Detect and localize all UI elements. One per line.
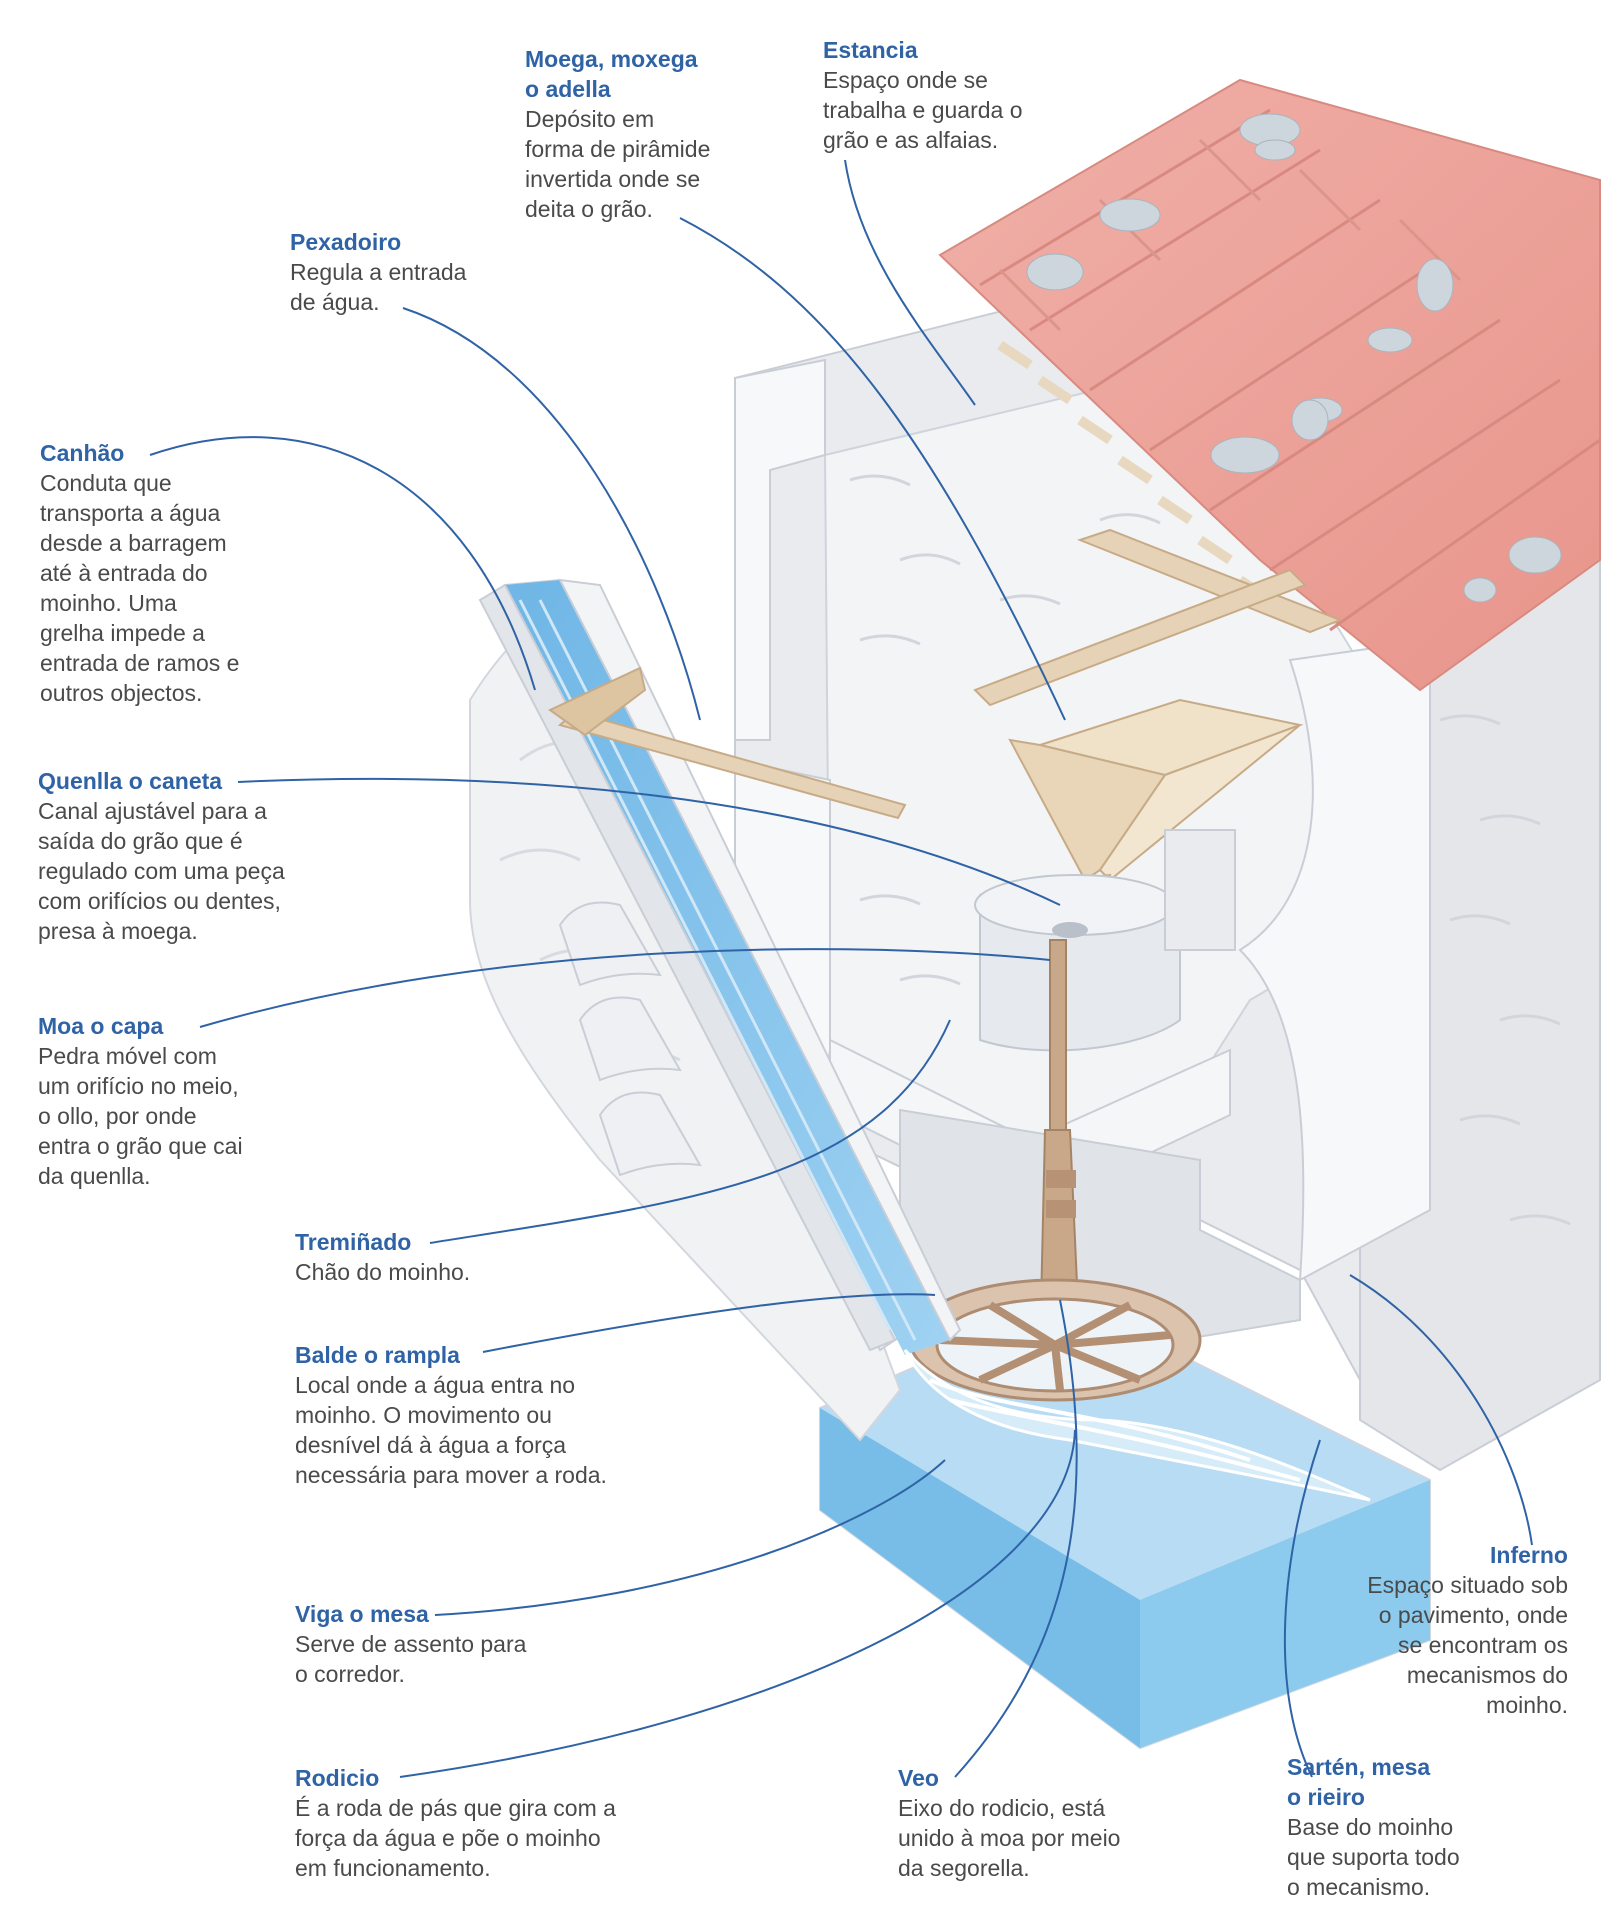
leader-treminado [429, 1019, 951, 1244]
hopper-assembly [973, 528, 1343, 932]
label-quenlla: Quenlla o caneta Canal ajustável para a … [38, 766, 285, 946]
label-moa: Moa o capa Pedra móvel com um orifício n… [38, 1011, 243, 1191]
label-veo: Veo Eixo do rodicio, está unido à moa po… [898, 1763, 1120, 1883]
label-pexadoiro: Pexadoiro Regula a entrada de água. [290, 227, 466, 317]
leader-balde [482, 1293, 936, 1353]
label-estancia-desc: Espaço onde se trabalha e guarda o grão … [823, 67, 1023, 153]
leader-moega [679, 217, 1066, 721]
label-canhao: Canhão Conduta que transporta a água des… [40, 438, 239, 708]
label-moega-desc: Depósito em forma de pirâmide invertida … [525, 106, 711, 222]
leader-quenlla [237, 777, 1061, 906]
label-viga: Viga o mesa Serve de assento para o corr… [295, 1599, 526, 1689]
leader-canhao [149, 436, 536, 691]
stone-steps [558, 901, 702, 1177]
pexadoiro-gate [548, 666, 907, 820]
label-estancia-title: Estancia [823, 37, 918, 63]
label-treminado: Tremiñado Chão do moinho. [295, 1227, 470, 1287]
tiled-roof [938, 78, 1601, 692]
label-inferno-desc: Espaço situado sob o pavimento, onde se … [1367, 1572, 1568, 1718]
label-inferno: Inferno Espaço situado sob o pavimento, … [1367, 1540, 1568, 1720]
leader-inferno [1349, 1274, 1533, 1546]
leader-estancia [844, 159, 976, 406]
label-balde-desc: Local onde a água entra no moinho. O mov… [295, 1372, 607, 1488]
leader-pexadoiro [402, 307, 701, 721]
water-wheel-rodicio [908, 1278, 1202, 1402]
label-rodicio-title: Rodicio [295, 1765, 380, 1791]
label-estancia: Estancia Espaço onde se trabalha e guard… [823, 35, 1023, 155]
leader-moa [199, 948, 1051, 1028]
label-veo-title: Veo [898, 1765, 939, 1791]
label-quenlla-title: Quenlla o caneta [38, 768, 223, 794]
leader-sarten [1283, 1439, 1321, 1778]
label-rodicio: Rodicio É a roda de pás que gira com a f… [295, 1763, 616, 1883]
label-viga-title: Viga o mesa [295, 1601, 429, 1627]
label-canhao-desc: Conduta que transporta a água desde a ba… [40, 470, 240, 706]
label-balde-title: Balde o rampla [295, 1342, 460, 1368]
label-treminado-title: Tremiñado [295, 1229, 412, 1255]
label-sarten: Sartén, mesa o rieiro Base do moinho que… [1287, 1752, 1460, 1902]
leader-rodicio [399, 1429, 1076, 1778]
label-sarten-desc: Base do moinho que suporta todo o mecani… [1287, 1814, 1460, 1900]
water-splash [903, 1349, 1371, 1502]
label-sarten-title: Sartén, mesa o rieiro [1287, 1754, 1431, 1810]
leader-veo [954, 1299, 1078, 1778]
leader-viga [434, 1459, 946, 1616]
leader-lines [149, 159, 1533, 1778]
label-rodicio-desc: É a roda de pás que gira com a força da … [295, 1795, 616, 1881]
label-inferno-title: Inferno [1490, 1542, 1568, 1568]
label-moa-title: Moa o capa [38, 1013, 164, 1039]
label-moega: Moega, moxega o adella Depósito em forma… [525, 44, 710, 224]
label-viga-desc: Serve de assento para o corredor. [295, 1631, 527, 1687]
label-pexadoiro-title: Pexadoiro [290, 229, 402, 255]
label-quenlla-desc: Canal ajustável para a saída do grão que… [38, 798, 285, 944]
label-veo-desc: Eixo do rodicio, está unido à moa por me… [898, 1795, 1121, 1881]
label-balde: Balde o rampla Local onde a água entra n… [295, 1340, 607, 1490]
label-canhao-title: Canhão [40, 440, 125, 466]
label-treminado-desc: Chão do moinho. [295, 1259, 471, 1285]
label-moa-desc: Pedra móvel com um orifício no meio, o o… [38, 1043, 243, 1189]
label-moega-title: Moega, moxega o adella [525, 46, 698, 102]
label-pexadoiro-desc: Regula a entrada de água. [290, 259, 467, 315]
